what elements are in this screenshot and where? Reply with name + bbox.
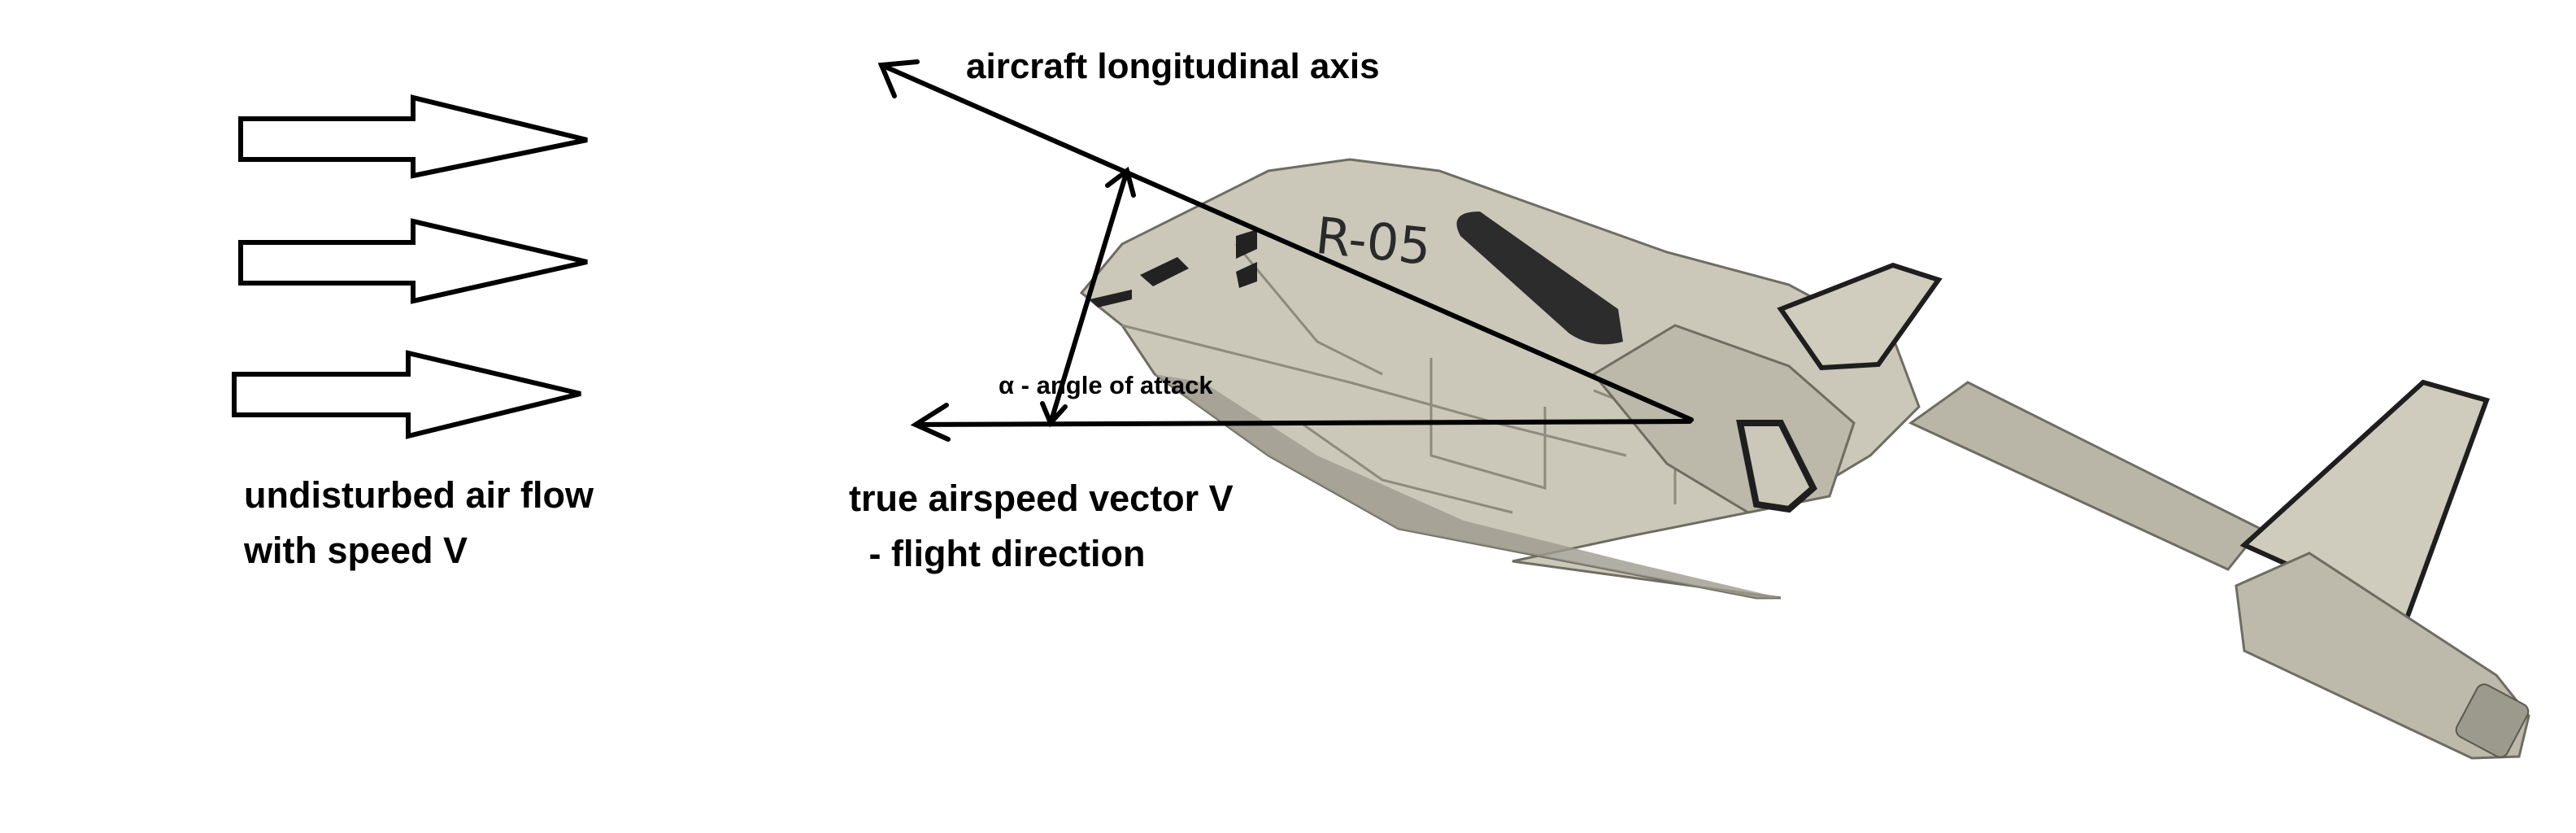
air-flow-label-line1: undisturbed air flow xyxy=(244,474,594,516)
tail-boom xyxy=(1908,381,2263,571)
airspeed-vector-line xyxy=(913,419,1692,427)
vectors xyxy=(877,59,1694,442)
air-flow-arrows xyxy=(232,94,588,439)
alpha-arc-arrowhead-bottom xyxy=(1040,401,1068,428)
air-flow-arrow-3 xyxy=(232,350,581,439)
alpha-arc-arrowhead-top xyxy=(1105,166,1136,198)
air-flow-label-line2: with speed V xyxy=(244,530,468,571)
longitudinal-axis-arrowhead xyxy=(877,59,920,98)
cockpit-windows xyxy=(1090,229,1257,307)
airspeed-label-line2: - flight direction xyxy=(859,533,1146,574)
air-flow-arrow-1 xyxy=(238,94,588,179)
airspeed-vector-arrowhead xyxy=(910,403,951,442)
angle-of-attack-label: α - angle of attack xyxy=(999,371,1213,399)
fuselage-underside xyxy=(1155,374,1781,598)
longitudinal-axis-line xyxy=(879,63,1694,422)
rear-engine-pod xyxy=(2234,552,2530,760)
airspeed-label-line1: true airspeed vector V xyxy=(849,478,1234,519)
upper-tail-fin xyxy=(1777,262,1943,371)
longitudinal-axis-label: aircraft longitudinal axis xyxy=(966,46,1380,86)
air-flow-arrow-2 xyxy=(238,218,588,304)
intake-slot xyxy=(1456,212,1623,345)
aircraft-illustration xyxy=(1079,158,2530,760)
panel-lines xyxy=(1121,243,1677,514)
ventral-fin xyxy=(1736,420,1817,513)
alpha-arc-line xyxy=(1048,168,1129,425)
aircraft-marking: R-05 xyxy=(1312,205,1434,277)
